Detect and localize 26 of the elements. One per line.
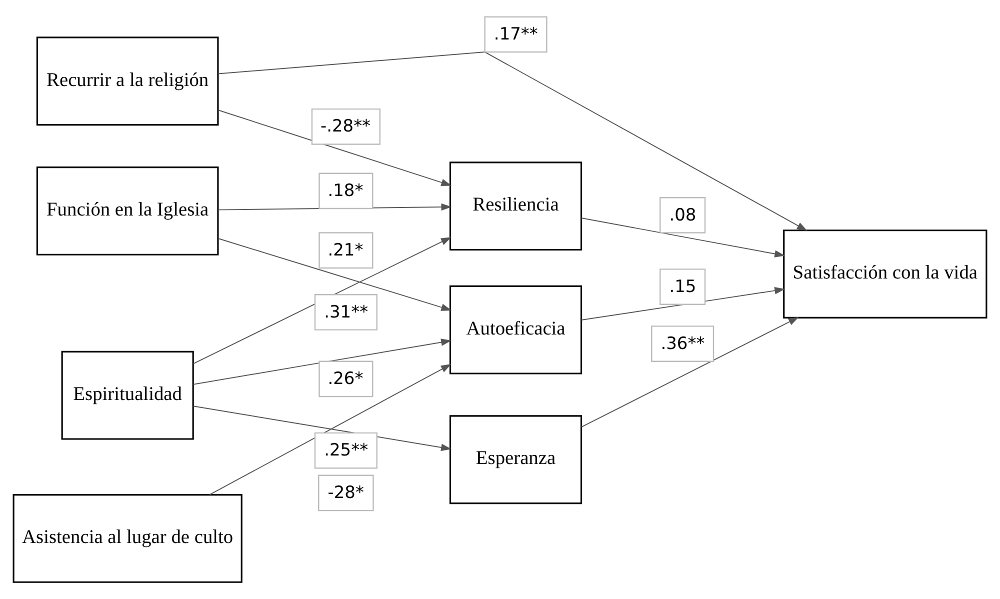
arrow: [580, 317, 799, 428]
node-box: Resiliencia: [449, 162, 582, 251]
node-box: Asistencia al lugar de culto: [12, 494, 242, 583]
node-box: Satisfacción con la vida: [783, 230, 988, 318]
node-box: Función en la Iglesia: [36, 166, 219, 256]
edge-label: -28*: [328, 483, 364, 504]
node-box: Esperanza: [449, 415, 582, 504]
arrow: [580, 218, 786, 258]
edge-label: .15: [669, 276, 696, 297]
edge-label: .17**: [494, 24, 538, 45]
edge-label: .25**: [324, 440, 368, 461]
arrow: [209, 364, 452, 496]
arrow: [192, 338, 452, 385]
arrow: [192, 406, 452, 452]
node-box: Recurrir a la religión: [36, 36, 219, 126]
edge-label: .36**: [660, 334, 705, 354]
arrow: [192, 237, 452, 364]
edge-label: .18*: [328, 181, 364, 202]
arrow: [218, 238, 452, 311]
edge-label: .21*: [328, 240, 364, 260]
node-box: Espiritualidad: [61, 350, 194, 440]
edge-label: .31**: [324, 302, 368, 322]
node-box: Autoeficacia: [449, 285, 582, 374]
edge-label: .08: [669, 205, 696, 226]
edge-label: -.28**: [320, 116, 371, 137]
edge-label: .26*: [328, 369, 364, 390]
